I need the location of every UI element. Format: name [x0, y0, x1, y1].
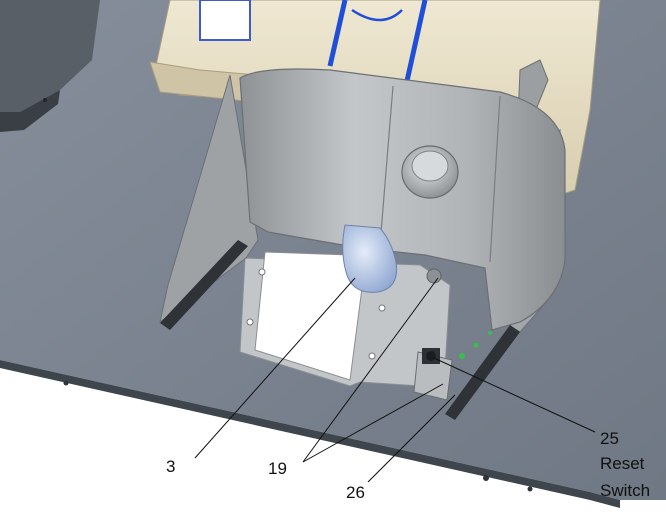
left-housing	[0, 0, 100, 112]
leader-line-3	[194, 277, 356, 459]
blue-arc	[351, 8, 403, 22]
base-plate-edge	[0, 360, 620, 508]
blue-stripe	[327, 0, 348, 67]
plate-screw	[368, 352, 376, 360]
indicator-led	[459, 353, 465, 359]
reset-switch-button	[426, 351, 436, 361]
tank-label	[199, 0, 251, 41]
indicator-led	[488, 331, 492, 335]
edge-bolt	[483, 475, 489, 481]
leader-line-25	[433, 357, 596, 433]
plate-screw	[378, 304, 386, 312]
leader-line-26	[367, 394, 456, 483]
nozzle	[342, 224, 398, 293]
blue-stripe	[402, 0, 428, 91]
plate-opening	[254, 251, 366, 381]
tank-cap-top	[411, 150, 449, 182]
shroud-seam	[489, 95, 501, 263]
callout-3: 3	[166, 457, 175, 476]
plate-screw	[246, 318, 254, 326]
edge-bolt	[63, 380, 69, 386]
left-rail	[160, 240, 248, 330]
shroud-body	[239, 68, 566, 331]
callout-25-number: 25	[600, 429, 619, 448]
housing-bolt	[43, 98, 47, 102]
plate-screw	[258, 268, 266, 276]
edge-bolt	[527, 486, 533, 492]
leader-line-19b	[302, 383, 444, 463]
indicator-led	[473, 342, 479, 348]
callout-26: 26	[346, 483, 365, 502]
shroud-seam	[379, 85, 394, 246]
leader-line-19a	[302, 277, 439, 463]
callout-25-line1: Reset	[600, 454, 645, 473]
callout-25-line2: Switch	[600, 481, 650, 500]
sensor-port	[426, 268, 442, 284]
callout-19: 19	[268, 459, 287, 478]
right-rail	[445, 325, 520, 420]
